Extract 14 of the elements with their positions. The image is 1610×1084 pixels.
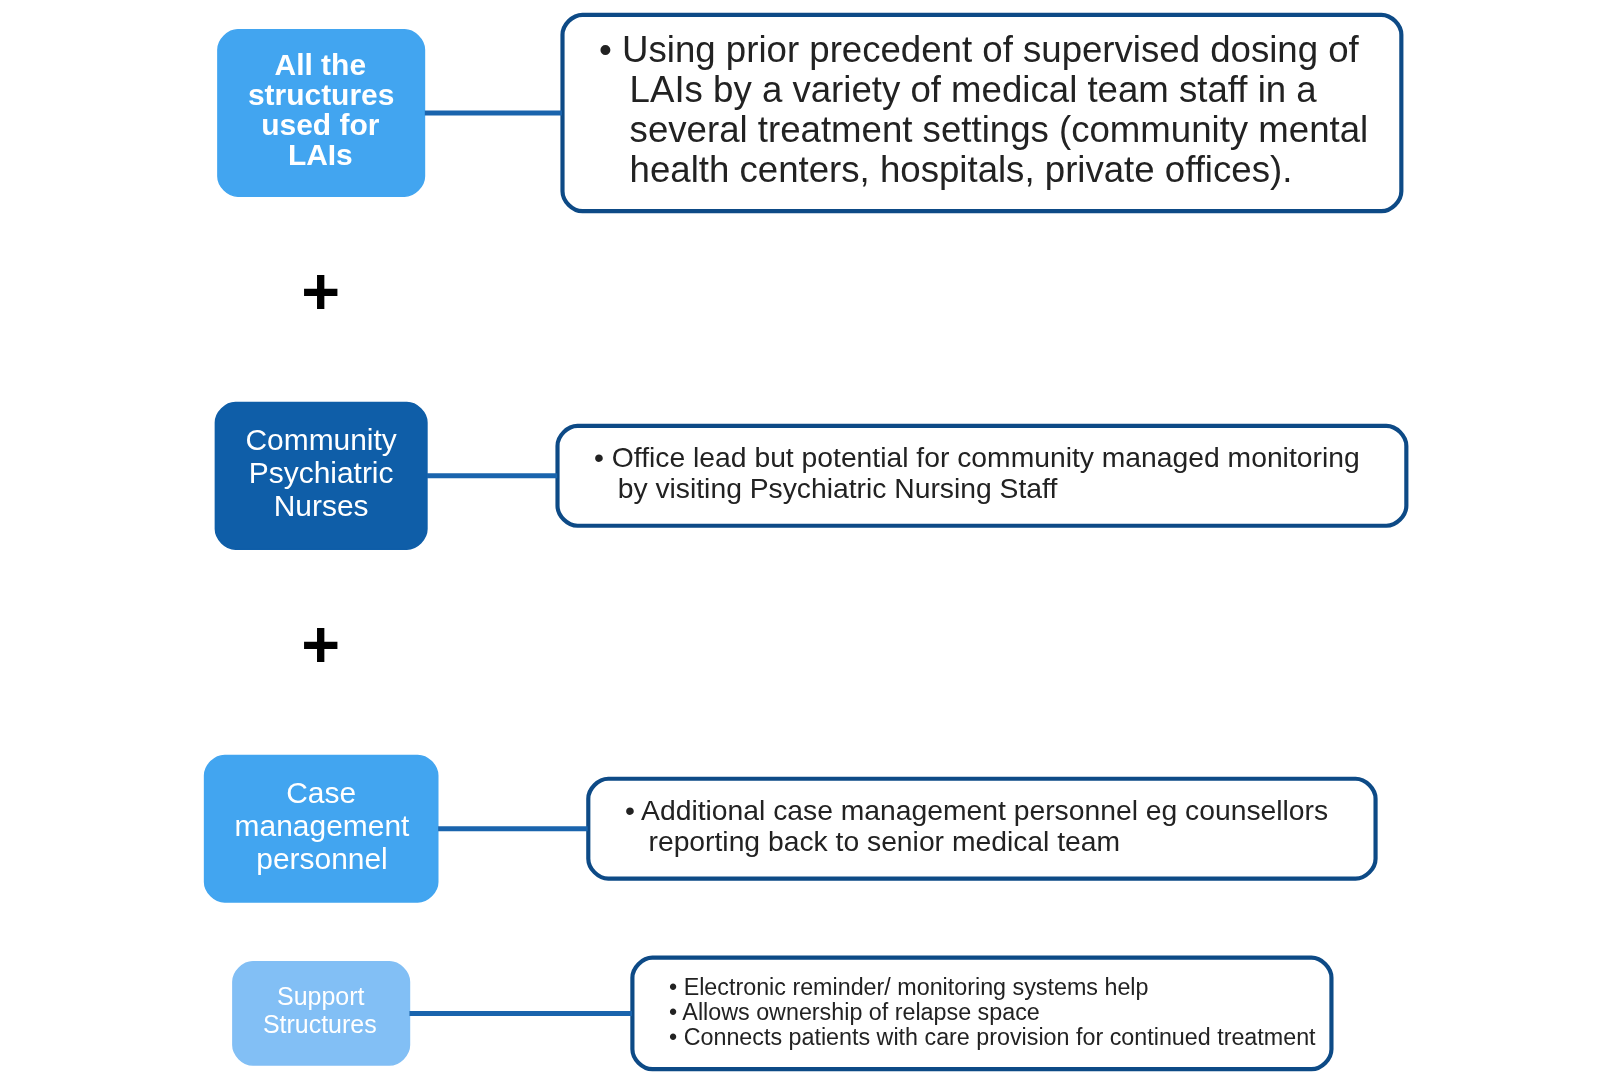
connector (437, 826, 588, 832)
node-box: Community Psychiatric Nurses (214, 401, 428, 550)
node-box: • Using prior precedent of supervised dosing of LAIs by a variety of medical team staff in a several treatment settings (community mental health centers, hospitals, private offices). (559, 12, 1403, 214)
node-box: Support Structures (231, 961, 410, 1066)
connector (424, 110, 562, 116)
label: + (300, 607, 340, 682)
node-box: • Office lead but potential for community managed monitoring by visiting Psychiatric Nursing Staff (554, 423, 1408, 528)
connector (408, 1010, 632, 1016)
node-box: All the structures used for LAIs (216, 28, 425, 198)
node-box: Case management personnel (203, 754, 438, 903)
connector (426, 473, 557, 479)
node-box: • Additional case management personnel eg counsellors reporting back to senior medical team (585, 776, 1378, 881)
label: + (300, 254, 340, 329)
node-box: • Electronic reminder/ monitoring systems help • Allows ownership of relapse space • Connects patients with care provision for continued treatment (629, 955, 1334, 1072)
